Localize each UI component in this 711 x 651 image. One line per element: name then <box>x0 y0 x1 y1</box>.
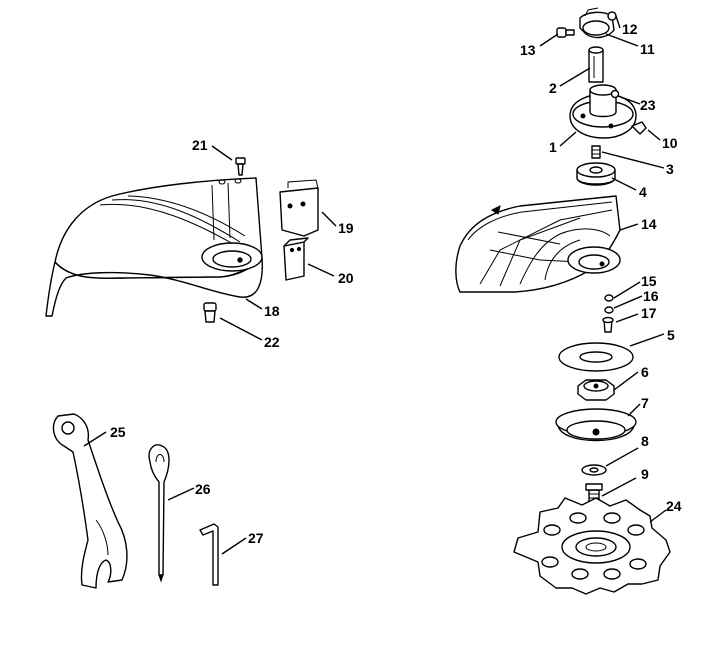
leader-lines <box>83 15 667 555</box>
callout-22: 22 <box>264 334 280 350</box>
clamp-11 <box>579 7 615 39</box>
screwdriver-26 <box>148 444 170 583</box>
callout-15: 15 <box>641 273 657 289</box>
hex-key-27 <box>199 523 219 586</box>
callout-7: 7 <box>641 395 649 411</box>
guard-screw-21 <box>235 157 246 176</box>
callout-16: 16 <box>643 288 659 304</box>
callout-4: 4 <box>639 184 647 200</box>
thrust-plate-5 <box>558 342 634 372</box>
callout-25: 25 <box>110 424 126 440</box>
callout-19: 19 <box>338 220 354 236</box>
nut-6 <box>577 379 615 401</box>
callout-14: 14 <box>641 216 657 232</box>
callout-26: 26 <box>195 481 211 497</box>
callout-3: 3 <box>666 161 674 177</box>
ring-23 <box>610 89 620 99</box>
callout-2: 2 <box>549 80 557 96</box>
guard-screw-22 <box>203 302 217 323</box>
callout-6: 6 <box>641 364 649 380</box>
callout-23: 23 <box>640 97 656 113</box>
combination-wrench-25 <box>52 413 128 589</box>
shaft-2 <box>588 46 604 83</box>
cutting-blade-24 <box>513 497 671 595</box>
callout-18: 18 <box>264 303 280 319</box>
callout-13: 13 <box>520 42 536 58</box>
screw-13 <box>556 27 575 38</box>
washer-16 <box>604 306 614 314</box>
callout-labels: 21 19 20 18 22 25 26 27 12 11 13 2 23 1 … <box>110 21 682 546</box>
callout-5: 5 <box>667 327 675 343</box>
nut-12 <box>607 11 617 21</box>
callout-1: 1 <box>549 139 557 155</box>
callout-12: 12 <box>622 21 638 37</box>
washer-15 <box>604 294 614 302</box>
callout-8: 8 <box>641 433 649 449</box>
guard-bracket-19 <box>279 179 319 237</box>
washer-8 <box>581 464 607 476</box>
callout-17: 17 <box>641 305 657 321</box>
gear-housing-1 <box>569 84 637 139</box>
guard-block-20 <box>283 237 309 281</box>
callout-27: 27 <box>248 530 264 546</box>
callout-20: 20 <box>338 270 354 286</box>
callout-24: 24 <box>666 498 682 514</box>
callout-10: 10 <box>662 135 678 151</box>
callout-21: 21 <box>192 137 208 153</box>
line-guard-14 <box>455 195 621 293</box>
cap-7 <box>555 408 637 442</box>
callout-11: 11 <box>640 41 655 57</box>
pin-10 <box>631 121 647 135</box>
deflector-guard <box>45 177 263 317</box>
bearing-3 <box>591 145 601 159</box>
washer-4 <box>576 162 616 186</box>
callout-9: 9 <box>641 466 649 482</box>
screw-17 <box>602 316 614 333</box>
